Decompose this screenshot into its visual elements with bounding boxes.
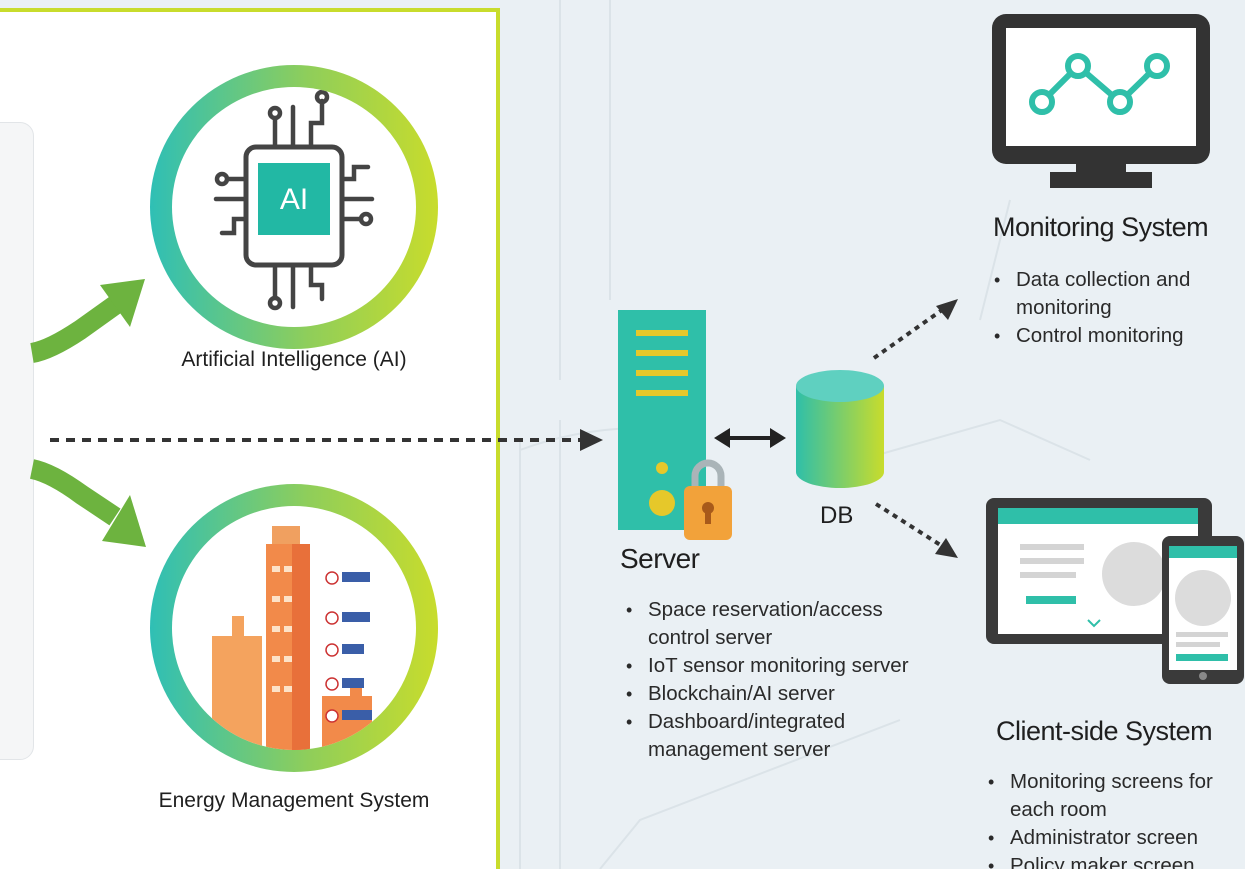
list-item: IoT sensor monitoring server [626, 652, 916, 680]
ai-chip-icon: AI [213, 89, 375, 311]
monitoring-list: Data collection and monitoring Control m… [994, 266, 1234, 350]
ai-chip-label: AI [280, 183, 308, 216]
building-icon [212, 526, 372, 750]
list-item: Administrator screen [988, 824, 1244, 852]
double-arrow [714, 428, 786, 448]
arrow-to-ai [30, 279, 145, 363]
arrow-to-ems [30, 459, 146, 547]
ai-ring-inner: AI [172, 87, 416, 327]
server-list: Space reservation/access control server … [626, 596, 916, 764]
client-list: Monitoring screens for each room Adminis… [988, 768, 1244, 869]
db-label: DB [820, 502, 854, 529]
database-icon [796, 370, 884, 488]
dotted-arrow-to-client [874, 502, 958, 558]
list-item: Dashboard/integrated management server [626, 708, 916, 764]
list-item: Monitoring screens for each room [988, 768, 1244, 824]
dotted-arrow-to-monitoring [872, 299, 958, 360]
tablet-phone-icon [986, 498, 1244, 684]
monitor-icon [992, 14, 1210, 188]
ai-ring: AI [150, 65, 438, 349]
server-icon [618, 310, 732, 540]
input-card [0, 122, 34, 760]
ems-ring-inner [172, 506, 416, 750]
list-item: Space reservation/access control server [626, 596, 916, 652]
list-item: Policy maker screen [988, 852, 1244, 869]
list-item: Control monitoring [994, 322, 1234, 350]
list-item: Blockchain/AI server [626, 680, 916, 708]
monitoring-title: Monitoring System [993, 212, 1209, 242]
ai-caption: Artificial Intelligence (AI) [181, 348, 407, 371]
server-title: Server [620, 543, 700, 574]
ems-ring [150, 484, 438, 772]
ems-caption: Energy Management System [158, 789, 430, 812]
list-item: Data collection and monitoring [994, 266, 1234, 322]
dotted-arrow-to-server [50, 429, 603, 451]
client-title: Client-side System [996, 716, 1213, 746]
